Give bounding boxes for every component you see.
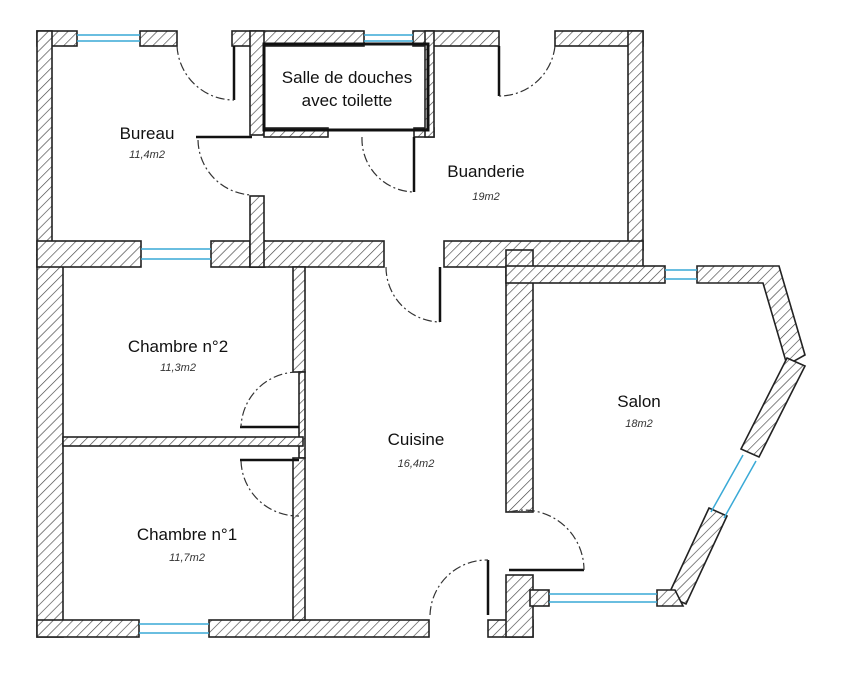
wall-buanderie-right	[627, 30, 644, 251]
wall-left-lower	[36, 254, 64, 638]
door-buanderie-top	[497, 45, 556, 97]
shower-room-outline	[262, 42, 430, 132]
wall-salon-top-b	[696, 265, 806, 367]
door-salon	[508, 509, 585, 572]
wall-v-chambres-cuisine-a	[292, 266, 306, 373]
door-cuisine-top	[385, 266, 442, 323]
wall-h-shower-bottom	[263, 127, 329, 138]
door-cuisine-bottom	[429, 559, 490, 616]
window-salon-bottom	[549, 593, 657, 603]
wall-salon-diag-b	[666, 506, 729, 606]
wall-v-bureau-right-b	[249, 195, 265, 268]
door-chambre1	[240, 458, 300, 517]
wall-h-bureau-bottom-a	[36, 240, 142, 268]
room-salon-name: Salon	[617, 392, 660, 411]
wall-left-upper	[36, 30, 53, 256]
room-buanderie-area: 19m2	[472, 191, 500, 203]
wall-v-chambres-cuisine-c	[292, 457, 306, 621]
room-bureau-area: 11,4m2	[129, 149, 165, 161]
wall-salon-bottom-a	[529, 589, 550, 607]
wall-h-buanderie-bottom-a	[249, 240, 385, 268]
room-bureau-name: Bureau	[120, 124, 175, 143]
walls	[36, 30, 807, 638]
wall-bottom-mid	[208, 619, 430, 638]
door-shower	[361, 136, 416, 193]
wall-salon-top-a	[505, 265, 666, 284]
wall-bottom-left	[36, 619, 140, 638]
room-chambre1-name: Chambre n°1	[137, 525, 237, 544]
doors	[176, 45, 585, 616]
wall-salon-bottom-b	[656, 589, 685, 607]
window-chambre1-bottom	[139, 623, 209, 634]
room-buanderie-name: Buanderie	[447, 162, 525, 181]
door-chambre2	[240, 371, 300, 429]
window-bureau-chambre2	[141, 248, 211, 260]
room-chambre2-name: Chambre n°2	[128, 337, 228, 356]
windows	[77, 34, 757, 634]
door-bureau-top	[176, 45, 236, 101]
room-chambre2-area: 11,3m2	[160, 362, 196, 374]
room-chambre1-area: 11,7m2	[169, 552, 205, 564]
room-douches-line1: Salle de douches	[282, 68, 412, 87]
room-douches-line2: avec toilette	[302, 91, 393, 110]
room-salon-area: 18m2	[625, 418, 653, 430]
room-labels: Bureau 11,4m2 Salle de douches avec toil…	[120, 68, 661, 564]
window-bureau-top	[77, 34, 140, 42]
wall-v-cuisine-salon-a	[505, 249, 534, 513]
wall-top-mid	[231, 30, 365, 47]
wall-salon-diag-a	[739, 356, 807, 459]
wall-top-bureau	[139, 30, 178, 47]
room-cuisine-area: 16,4m2	[398, 458, 435, 470]
wall-v-cuisine-salon-b	[505, 574, 534, 638]
wall-h-chambre2-chambre1	[62, 436, 304, 447]
window-salon-diagonal	[710, 454, 757, 519]
wall-v-bureau-right-a	[249, 30, 265, 136]
wall-h-buanderie-bottom-b	[443, 240, 644, 268]
window-salon-top	[665, 269, 697, 280]
window-shower-top	[364, 34, 413, 42]
door-bureau-buanderie	[196, 135, 253, 196]
room-cuisine-name: Cuisine	[388, 430, 445, 449]
